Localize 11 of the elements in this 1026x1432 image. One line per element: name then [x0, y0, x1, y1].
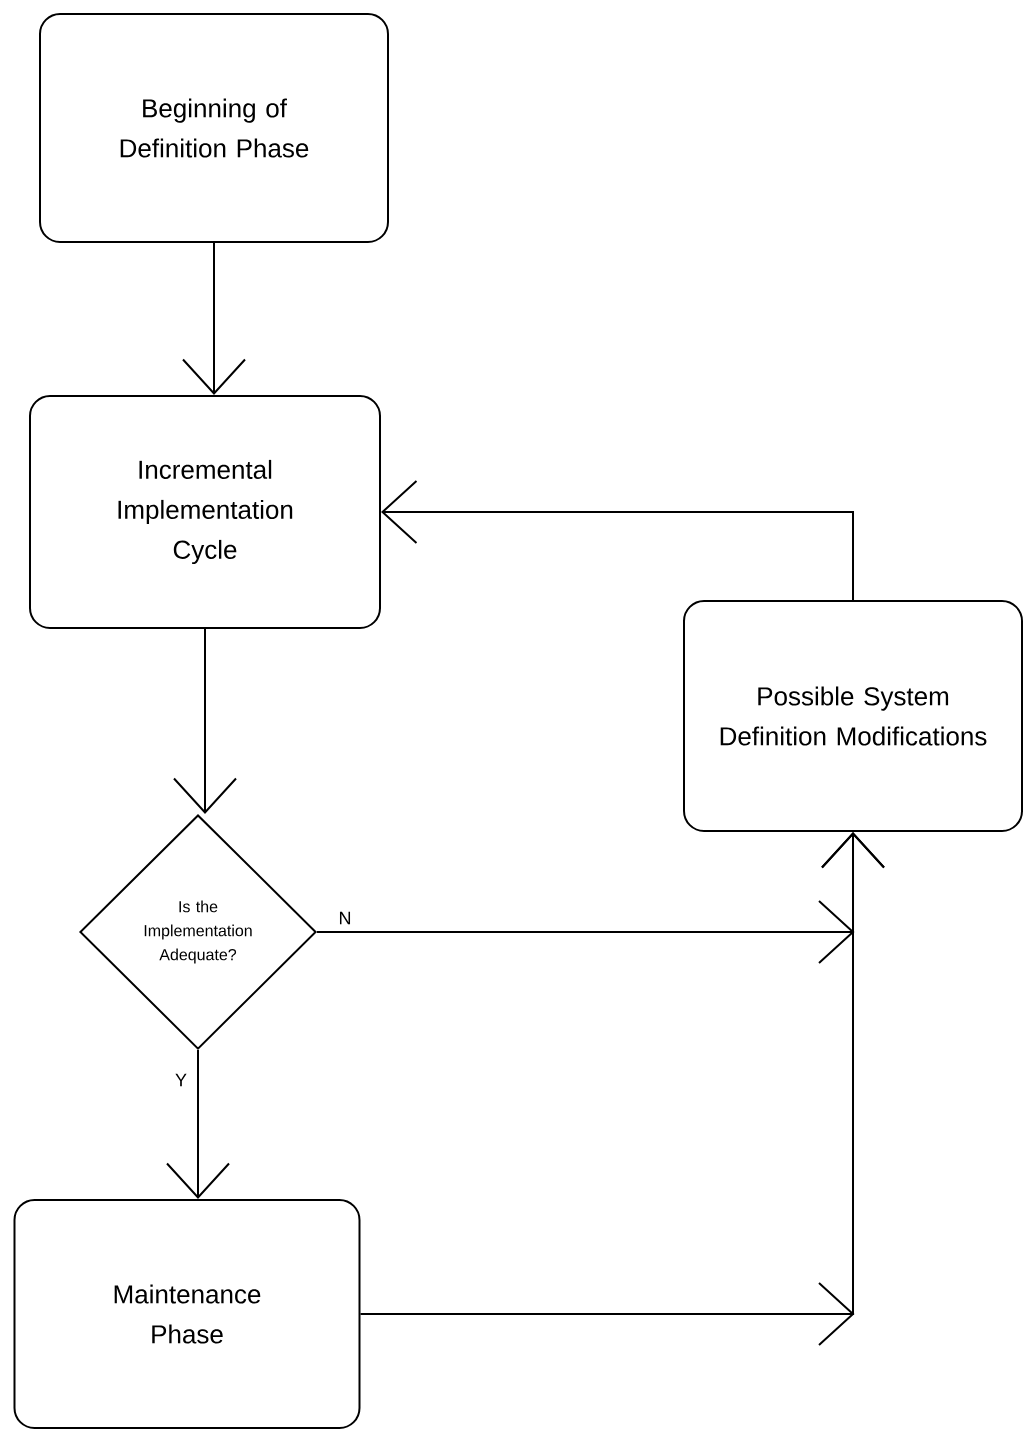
process-box: Maintenance Phase: [13, 1199, 361, 1429]
process-box: Incremental Implementation Cycle: [29, 395, 381, 629]
arrow: [359, 832, 885, 1346]
arrow: [381, 480, 854, 601]
arrow: [166, 1049, 230, 1199]
edge-label: Y: [173, 1071, 189, 1089]
arrow: [182, 242, 246, 395]
arrow: [173, 628, 237, 814]
process-box: Possible System Definition Modifications: [683, 600, 1023, 832]
process-box: Beginning of Definition Phase: [39, 13, 389, 243]
edge-label: N: [336, 909, 354, 927]
